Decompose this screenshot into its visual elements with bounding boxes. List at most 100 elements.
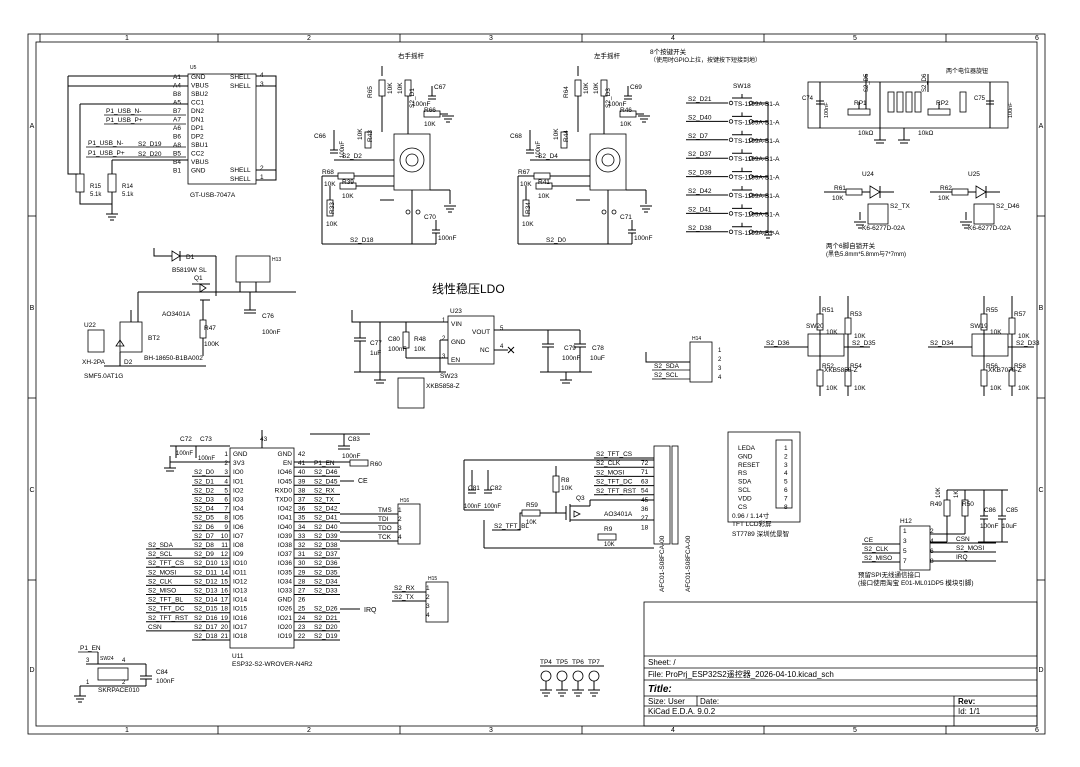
mcu-pin-name: IO3 bbox=[233, 497, 244, 504]
net-label: TDI bbox=[378, 516, 389, 523]
toggle-part: K6-6277D-02A bbox=[862, 225, 906, 232]
mcu-pin-name: IO35 bbox=[278, 569, 292, 576]
ldo-ref: U23 bbox=[450, 308, 462, 315]
toggle-ref: U25 bbox=[968, 171, 980, 178]
switch-pin: 2 bbox=[122, 680, 126, 686]
mcu-part: ESP32-S2-WROVER-N4R2 bbox=[232, 661, 313, 668]
header-ref: H15 bbox=[428, 576, 437, 582]
usb-pin-name: VBUS bbox=[191, 159, 209, 166]
spi-note: 预留SPI无线通信接口 bbox=[858, 570, 920, 579]
tft-pin-number: 1 bbox=[784, 445, 788, 452]
button-contact bbox=[728, 119, 734, 124]
resistor-value: 10K bbox=[522, 221, 534, 228]
ldo-pin: VOUT bbox=[472, 329, 490, 336]
resistor-value: 10K bbox=[583, 82, 590, 94]
connector-pin-number: 72 bbox=[641, 460, 649, 467]
mcu-pin-name: IO4 bbox=[233, 506, 244, 513]
resistor-symbol bbox=[378, 79, 386, 97]
header-pin: 2 bbox=[718, 357, 722, 363]
pots-title: 两个电位器旋钮 bbox=[946, 67, 988, 75]
resistor-ref: R62 bbox=[940, 185, 952, 192]
mcu-pin-name: IO8 bbox=[233, 542, 244, 549]
mcu-pin-name: IO7 bbox=[233, 533, 244, 540]
tft-pin-name: RESET bbox=[738, 462, 760, 469]
cap-ref: C77 bbox=[370, 340, 382, 347]
cap-ref: C78 bbox=[592, 345, 604, 352]
button-contact bbox=[728, 137, 734, 142]
mcu-ref: U11 bbox=[232, 653, 244, 660]
switch-part: XKB7070-Z bbox=[988, 367, 1022, 374]
mcu-pin-number: 26 bbox=[298, 597, 306, 604]
cap-value: 100nF bbox=[388, 346, 406, 353]
ldo-pin: VIN bbox=[451, 321, 462, 328]
net-label: CE bbox=[864, 537, 874, 544]
row-label: A bbox=[1039, 123, 1044, 130]
net-label: S2_D37 bbox=[314, 551, 338, 558]
resistor-value: 10K bbox=[620, 121, 632, 128]
mcu-pin-name: IO12 bbox=[233, 578, 247, 585]
resistor-value: 10K bbox=[593, 82, 600, 94]
mcu-pin-name: IO37 bbox=[278, 551, 292, 558]
net-label: S2_SCL bbox=[654, 372, 679, 379]
resistor-value: 10K bbox=[326, 221, 338, 228]
resistor-ref: R67 bbox=[518, 169, 530, 176]
diode-ref: D2 bbox=[124, 359, 133, 366]
resistor-value: 1K bbox=[954, 491, 960, 498]
net-label: S2_MOSI bbox=[148, 569, 176, 576]
resistor-ref: R61 bbox=[834, 185, 846, 192]
diode-ref: D1 bbox=[186, 254, 195, 261]
cap-ref: C86 bbox=[984, 507, 996, 514]
net-label: S2_D35 bbox=[314, 569, 338, 576]
net-label: S2_D5 bbox=[864, 73, 870, 92]
resistor-value: 10K bbox=[938, 195, 950, 202]
usb-pin-number: 2 bbox=[260, 165, 264, 172]
mcu-pin-number: 1 bbox=[224, 451, 228, 458]
cap-value: 100nF bbox=[340, 141, 346, 158]
cap-value: 100nF bbox=[634, 235, 652, 242]
testpoint-ref: TP7 bbox=[588, 659, 600, 666]
net-label: S2_D46 bbox=[996, 203, 1020, 210]
col-label: 3 bbox=[489, 727, 493, 734]
resistor-value: 10K bbox=[826, 385, 838, 392]
rev-field: Rev: bbox=[958, 697, 975, 706]
cap-value: 100nF bbox=[198, 456, 215, 462]
usb-pin-name: GND bbox=[191, 74, 206, 81]
reset-block: P1_EN SW24 3 4 1 2 C84 100nF SKRPACE010 bbox=[74, 645, 174, 703]
net-label: S2_D3 bbox=[194, 497, 214, 504]
cap-ref: C74 bbox=[802, 96, 814, 102]
net-label: S2_D18 bbox=[194, 633, 218, 640]
resistor-ref: R9 bbox=[604, 526, 613, 533]
mcu-pin-num: 43 bbox=[260, 436, 268, 443]
mosfet-ref: Q3 bbox=[576, 495, 585, 502]
button-part: TS-1199A-B1-A bbox=[734, 193, 780, 200]
pot-ref: RP2 bbox=[936, 100, 949, 107]
usb-pin-number: 1 bbox=[260, 174, 264, 181]
mcu-pin-name: IO46 bbox=[278, 469, 292, 476]
net-label: S2_D1 bbox=[409, 88, 416, 108]
net-label: S2_TX bbox=[394, 594, 415, 601]
net-label: S2_D11 bbox=[194, 569, 217, 576]
ldo-pin: GND bbox=[451, 339, 466, 346]
resistor-value: 10K bbox=[538, 193, 550, 200]
button-contact bbox=[748, 100, 754, 106]
resistor-ref: R50 bbox=[962, 501, 974, 508]
battery-part: BH-18650-B1BA002 bbox=[144, 355, 203, 362]
joystick-title: 右手摇杆 bbox=[398, 51, 425, 60]
cap-ref: C72 bbox=[180, 436, 192, 443]
resistor-value: 10K bbox=[414, 346, 426, 353]
ldo-pin-num: 1 bbox=[442, 318, 446, 324]
cap-ref: C75 bbox=[974, 96, 986, 102]
mcu-pin-name: IO13 bbox=[233, 588, 247, 595]
net-label: S2_D34 bbox=[930, 340, 954, 347]
mcu-pin-number: 23 bbox=[298, 624, 306, 631]
cap-ref: C85 bbox=[1006, 507, 1018, 514]
header-pin: 1 bbox=[903, 528, 907, 535]
header-pin: 1 bbox=[718, 348, 722, 354]
mcu-pin-name: IO2 bbox=[233, 487, 244, 494]
mcu-pin-name: IO39 bbox=[278, 533, 292, 540]
ldo-pin-num: 2 bbox=[442, 336, 446, 342]
cap-ref: C82 bbox=[490, 485, 502, 492]
joystick-knob bbox=[405, 153, 419, 167]
